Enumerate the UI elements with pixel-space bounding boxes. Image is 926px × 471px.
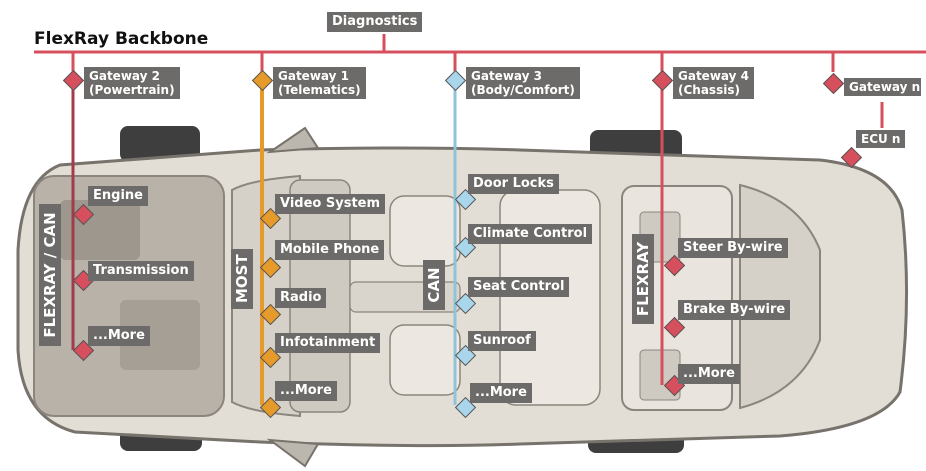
gateway-1-label: Gateway 1 (Telematics) (273, 67, 366, 99)
ecu-n-label: ECU n (856, 130, 906, 148)
brake-by-wire-node-label: Brake By-wire (678, 300, 791, 320)
seat-control-node-label: Seat Control (468, 277, 570, 297)
gateway-4-domain: (Chassis) (678, 83, 740, 97)
powertrain-more-node-label: ...More (88, 326, 150, 346)
windshield (231, 174, 301, 418)
most-bus-label: MOST (231, 249, 253, 309)
diagnostics-label: Diagnostics (327, 12, 423, 32)
mirror-bottom (266, 438, 320, 468)
chassis-bus-label: FLEXRAY (632, 234, 654, 324)
engine-detail-2 (120, 300, 200, 370)
backbone-title: FlexRay Backbone (34, 29, 209, 49)
gateway-3-label: Gateway 3 (Body/Comfort) (466, 67, 580, 99)
video-system-node-label: Video System (275, 194, 386, 214)
powertrain-bus-label: FLEXRAY / CAN (39, 204, 61, 346)
climate-control-node-label: Climate Control (468, 224, 593, 244)
gateway-2-domain: (Powertrain) (89, 83, 175, 97)
body-more-node-label: ...More (470, 383, 532, 403)
gateway-2-name: Gateway 2 (89, 69, 160, 83)
infotainment-node-label: Infotainment (275, 333, 381, 353)
mirror-top (266, 126, 320, 154)
door-locks-node-label: Door Locks (468, 174, 559, 194)
gateway-4-name: Gateway 4 (678, 69, 749, 83)
powertrain-bus-label-wrap: FLEXRAY / CAN (39, 185, 69, 365)
radio-node-label: Radio (275, 288, 327, 308)
mobile-phone-node-label: Mobile Phone (275, 240, 385, 260)
gateway-3-name: Gateway 3 (471, 69, 542, 83)
chassis-bus-label-wrap: FLEXRAY (632, 230, 658, 330)
wheel-front-top (120, 126, 200, 162)
gateway-4-label: Gateway 4 (Chassis) (673, 67, 754, 99)
chassis-more-node-label: ...More (678, 364, 740, 384)
sunroof-node-label: Sunroof (468, 331, 536, 351)
gateway-1-name: Gateway 1 (278, 69, 349, 83)
gateway-n-label: Gateway n (844, 78, 921, 96)
gateway-3-domain: (Body/Comfort) (471, 83, 575, 97)
most-bus-label-wrap: MOST (231, 245, 258, 315)
gateway-n-name: Gateway n (849, 80, 921, 94)
can-bus-label: CAN (423, 260, 445, 310)
engine-node-label: Engine (88, 186, 148, 206)
transmission-node-label: Transmission (88, 261, 194, 281)
gateway-2-label: Gateway 2 (Powertrain) (84, 67, 180, 99)
gateway-1-domain: (Telematics) (278, 83, 361, 97)
telematics-more-node-label: ...More (275, 381, 337, 401)
can-bus-label-wrap: CAN (423, 255, 449, 315)
steer-by-wire-node-label: Steer By-wire (678, 238, 788, 258)
